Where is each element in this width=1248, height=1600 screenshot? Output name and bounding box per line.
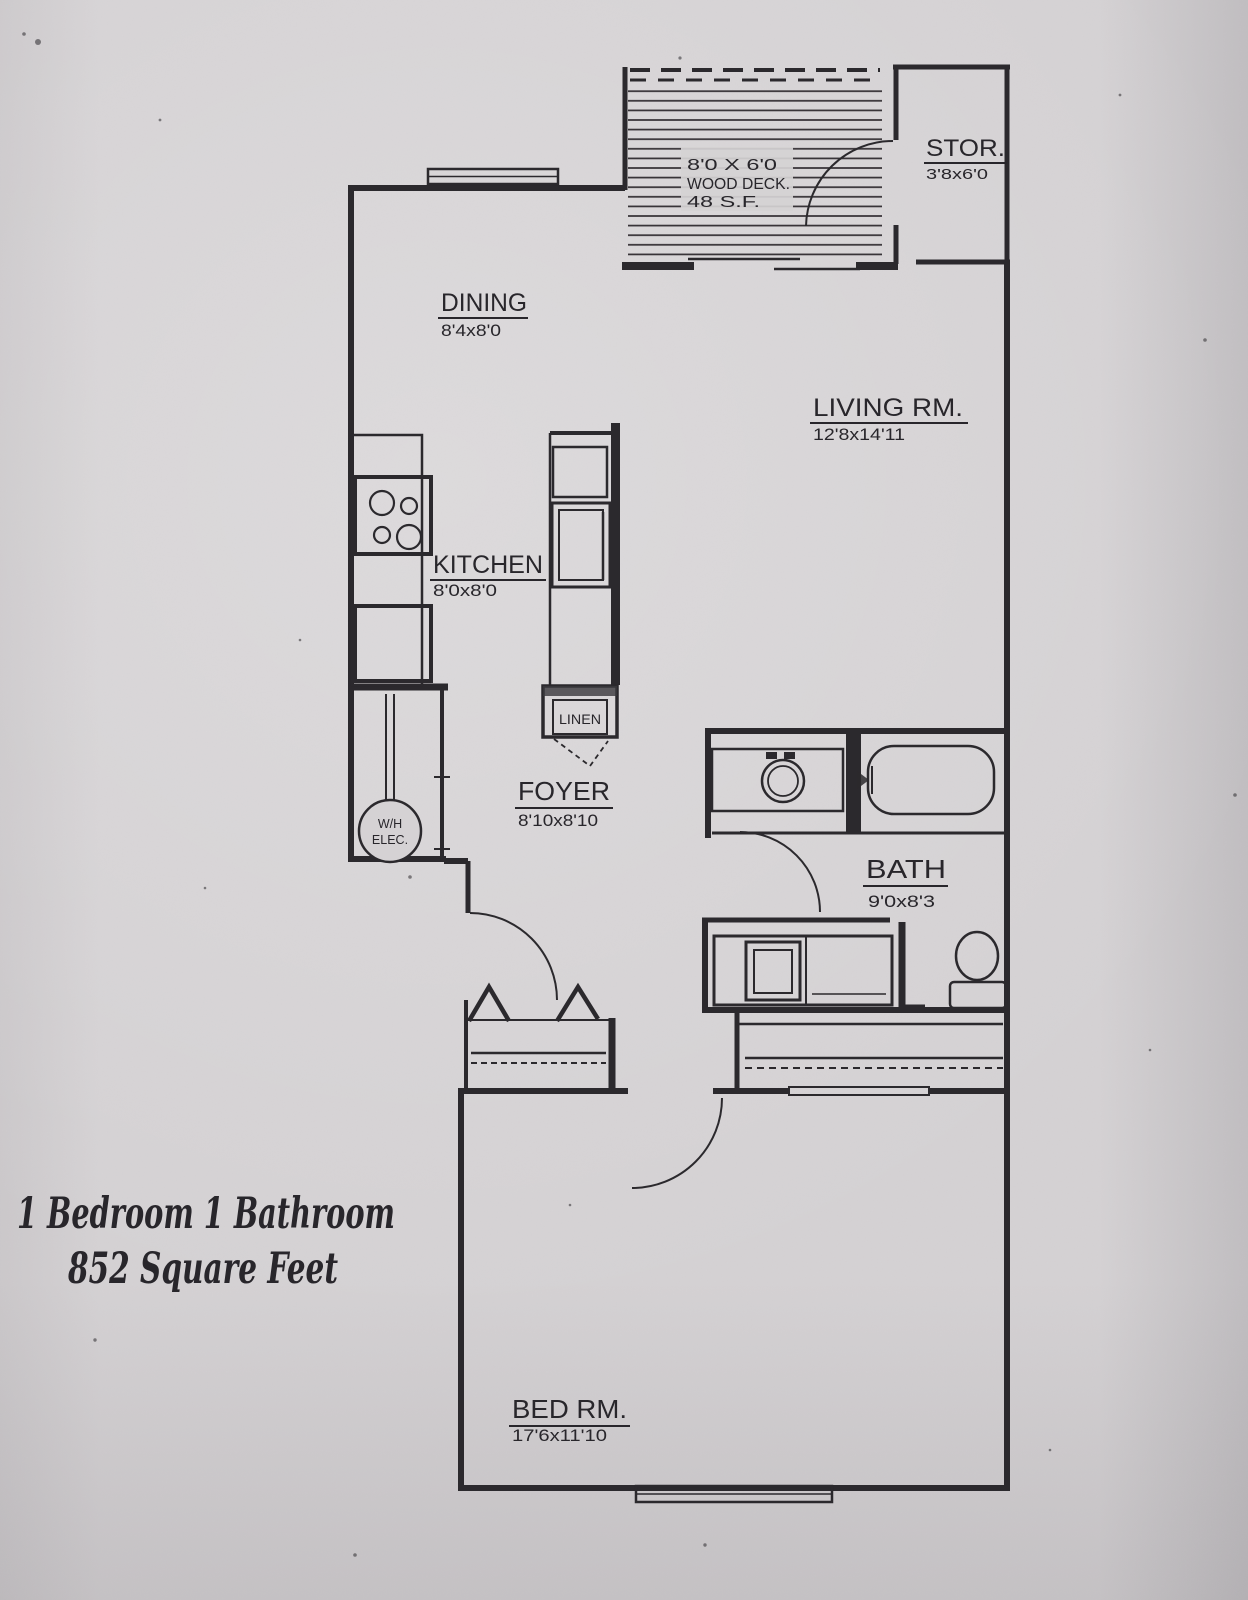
washer-drum	[760, 758, 806, 804]
storage-label: STOR.	[926, 135, 1005, 162]
deck-label-backing	[681, 147, 793, 211]
scan-specks	[22, 32, 1237, 1557]
kitchen-label: KITCHEN	[433, 551, 543, 579]
water-heater	[357, 798, 423, 864]
linen-shelf-box	[552, 699, 608, 735]
vanity-counter	[712, 934, 894, 1007]
vanity-sink	[744, 940, 802, 1002]
windows	[426, 167, 834, 1504]
foyer-dims: 8'10x8'10	[518, 811, 598, 830]
tagline: 1 Bedroom 1 Bathroom 852 Square Feet	[17, 1189, 395, 1294]
wood-deck	[628, 68, 882, 260]
water-heater-label-2: ELEC.	[372, 833, 408, 847]
bifold-door	[467, 982, 511, 1023]
refrigerator	[550, 501, 612, 589]
living-label: LIVING RM.	[813, 394, 963, 422]
room-labels: DINING 8'4x8'0 LIVING RM. 12'8x14'11 KIT…	[372, 135, 1007, 1445]
washer-cabinet	[710, 747, 845, 813]
stove-burner	[368, 489, 396, 517]
island-wall	[611, 423, 620, 685]
water-heater-label: W/H	[378, 817, 402, 831]
deck-area: 48 S.F.	[687, 194, 760, 211]
deck-dims: 8'0 X 6'0	[687, 157, 777, 174]
washer-knob	[784, 752, 795, 759]
storage-door-swing	[805, 140, 894, 227]
bedroom-label: BED RM.	[512, 1394, 627, 1424]
linen-closet	[541, 684, 619, 739]
bath-fixtures	[710, 744, 1008, 1010]
dining-label: DINING	[441, 289, 527, 317]
tagline-line2: 852 Square Feet	[67, 1244, 338, 1294]
stove	[353, 475, 433, 556]
water-heater-closet	[357, 690, 450, 864]
bedroom-dims: 17'6x11'10	[512, 1426, 607, 1445]
bifold-door	[555, 982, 600, 1023]
kitchen-counter	[350, 433, 424, 687]
bath-label: BATH	[866, 854, 946, 884]
island-cabinet	[551, 445, 609, 499]
storage-dims: 3'8x6'0	[926, 167, 988, 183]
washer-knob	[766, 752, 777, 759]
stove-burner	[395, 523, 423, 551]
stove-burner	[372, 525, 392, 545]
bath-dims: 9'0x8'3	[868, 892, 935, 911]
bedroom-door-swing	[631, 1097, 723, 1189]
foyer-label: FOYER	[518, 776, 610, 806]
foyer-closet	[464, 982, 616, 1091]
walls	[348, 64, 1010, 1491]
tagline-line1: 1 Bedroom 1 Bathroom	[17, 1189, 395, 1239]
kitchen-dims: 8'0x8'0	[433, 581, 497, 600]
tub-faucet	[857, 771, 869, 789]
kitchen-sink-cabinet	[353, 604, 433, 683]
linen-closet-header	[543, 686, 617, 696]
linen-label: LINEN	[559, 712, 601, 727]
wall	[846, 731, 861, 833]
vanity-sink-basin	[753, 949, 793, 994]
living-dims: 12'8x14'11	[813, 425, 905, 444]
kitchen-fixtures	[350, 423, 620, 687]
deck-label: WOOD DECK.	[687, 176, 790, 193]
stove-burner	[399, 496, 419, 516]
toilet-tank	[948, 980, 1008, 1010]
dining-dims: 8'4x8'0	[441, 321, 501, 340]
toilet-bowl	[954, 930, 1000, 982]
linen-door-swing	[553, 738, 609, 768]
washer-drum-inner	[767, 765, 799, 797]
entry-door-swing	[469, 912, 558, 1001]
